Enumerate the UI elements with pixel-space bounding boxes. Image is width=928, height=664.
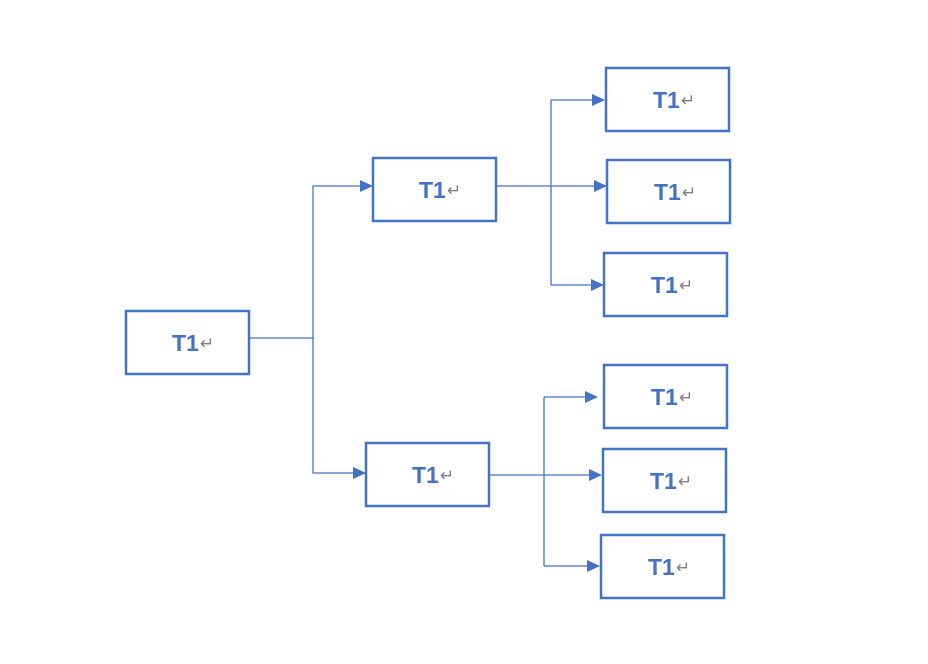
arrowhead-b1-leaf-1 xyxy=(592,94,605,106)
node-b1-leaf-1-mark: ↵ xyxy=(681,91,695,111)
node-branch-1-mark: ↵ xyxy=(447,181,461,201)
connectors-branch-2 xyxy=(490,391,602,572)
node-branch-1-box xyxy=(371,156,498,223)
node-b2-leaf-1-box xyxy=(602,363,729,430)
node-b2-leaf-2-label: T1 xyxy=(650,468,677,494)
node-branch-2-label: T1 xyxy=(412,462,439,488)
node-b1-leaf-2-label: T1 xyxy=(654,179,681,205)
node-b1-leaf-2-mark: ↵ xyxy=(682,183,696,203)
node-branch-1-label: T1 xyxy=(419,177,446,203)
node-b2-leaf-3-mark: ↵ xyxy=(676,558,690,578)
arrowhead-branch-1 xyxy=(360,180,373,192)
node-root: T1 ↵ xyxy=(124,309,251,376)
node-b1-leaf-1: T1 ↵ xyxy=(604,66,731,133)
node-b2-leaf-1-label: T1 xyxy=(651,384,678,410)
node-b2-leaf-3-box xyxy=(599,533,726,600)
node-b2-leaf-3-label: T1 xyxy=(648,554,675,580)
node-b2-leaf-1-mark: ↵ xyxy=(679,388,693,408)
node-branch-2-box xyxy=(364,441,491,508)
node-branch-2: T1 ↵ xyxy=(364,441,491,508)
node-b1-leaf-1-label: T1 xyxy=(653,87,680,113)
connector-root-to-branch-1 xyxy=(250,185,362,339)
node-b2-leaf-2-box xyxy=(601,447,728,514)
node-b1-leaf-3-label: T1 xyxy=(651,272,678,298)
connectors-branch-1 xyxy=(497,94,607,291)
arrowhead-b2-leaf-3 xyxy=(587,560,600,572)
node-b1-leaf-2-box xyxy=(605,158,732,225)
node-b2-leaf-2: T1 ↵ xyxy=(601,447,728,514)
arrowhead-branch-2 xyxy=(353,467,366,479)
node-b1-leaf-3: T1 ↵ xyxy=(602,251,729,318)
arrowhead-b2-leaf-1 xyxy=(585,391,598,403)
node-root-mark: ↵ xyxy=(200,334,214,354)
node-b2-leaf-2-mark: ↵ xyxy=(678,472,692,492)
connectors-root xyxy=(250,180,373,479)
node-b2-leaf-1: T1 ↵ xyxy=(602,363,729,430)
arrowhead-b2-leaf-2 xyxy=(589,469,602,481)
node-branch-1: T1 ↵ xyxy=(371,156,498,223)
node-b2-leaf-3: T1 ↵ xyxy=(599,533,726,600)
node-b1-leaf-1-box xyxy=(604,66,731,133)
node-b1-leaf-3-box xyxy=(602,251,729,318)
node-branch-2-mark: ↵ xyxy=(440,466,454,486)
connector-root-to-branch-2 xyxy=(312,338,355,474)
node-root-label: T1 xyxy=(172,330,199,356)
arrowhead-b1-leaf-2 xyxy=(594,180,607,192)
arrowhead-b1-leaf-3 xyxy=(591,279,604,291)
node-b1-leaf-2: T1 ↵ xyxy=(605,158,732,225)
node-b1-leaf-3-mark: ↵ xyxy=(679,276,693,296)
node-root-box xyxy=(124,309,251,376)
